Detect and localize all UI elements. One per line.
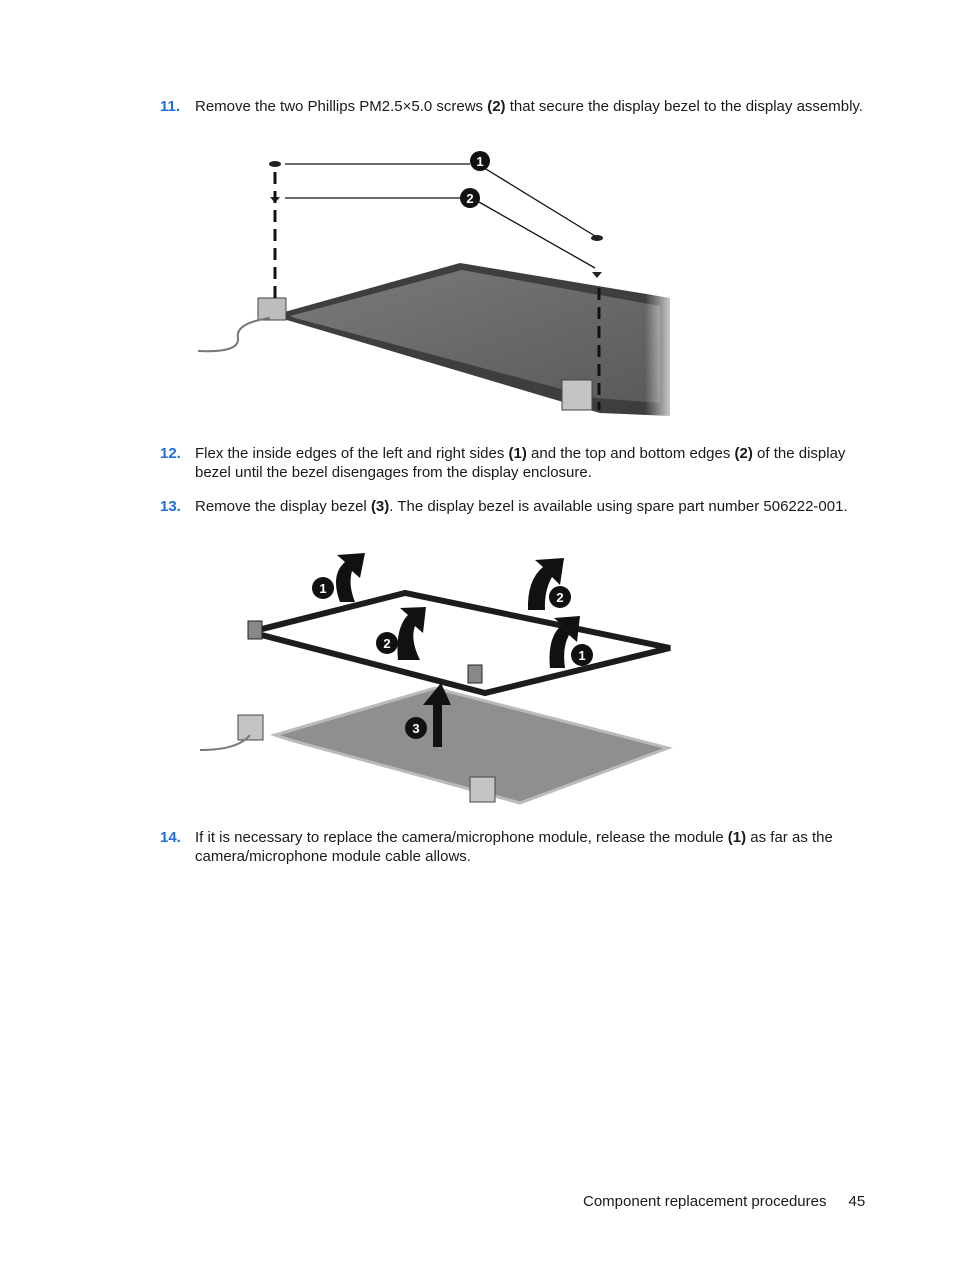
callout-1: [571, 644, 593, 666]
callout-2: [549, 586, 571, 608]
arrow-icon: [527, 558, 564, 610]
step-text: Remove the two Phillips PM2.5×5.0 screws…: [195, 98, 863, 115]
cable: [197, 317, 271, 353]
page-footer: Component replacement procedures 45: [583, 1193, 865, 1210]
step-number: 14.: [160, 829, 181, 846]
callout-label: 3: [412, 721, 419, 736]
figure-bezel-removal: 1 2 2 1 3: [199, 553, 674, 805]
screw-icon: [269, 161, 281, 167]
callout-label: 1: [319, 581, 326, 596]
page-number: 45: [848, 1193, 866, 1210]
display-enclosure: [269, 686, 674, 805]
callout-label: 2: [466, 191, 473, 206]
callout-label: 1: [578, 648, 585, 663]
right-hinge: [561, 379, 593, 411]
arrow-icon: [423, 683, 451, 747]
arrow-icon: [336, 553, 365, 602]
right-hinge: [469, 776, 496, 803]
callout-1: [470, 151, 490, 171]
display-panel: [290, 270, 660, 403]
screw-icon: [592, 272, 602, 278]
callout-2: [376, 632, 398, 654]
screw-icon: [591, 235, 603, 241]
arrow-icon: [549, 616, 580, 668]
figure-display-screws: 1 2: [197, 151, 680, 420]
arrow-icon: [397, 607, 426, 660]
step-text: If it is necessary to replace the camera…: [195, 829, 833, 865]
callout-label: 1: [476, 154, 483, 169]
display-bezel: [249, 589, 671, 697]
left-hinge: [237, 714, 264, 741]
step-number: 12.: [160, 445, 181, 462]
callout-label: 2: [383, 636, 390, 651]
step-number: 13.: [160, 498, 181, 515]
callout-label: 2: [556, 590, 563, 605]
callout-2: [460, 188, 480, 208]
step-text: Flex the inside edges of the left and ri…: [195, 445, 846, 481]
footer-section-title: Component replacement procedures: [583, 1193, 827, 1210]
step-text: Remove the display bezel (3). The displa…: [195, 498, 848, 515]
step-number: 11.: [160, 98, 181, 115]
callout-1: [312, 577, 334, 599]
cable: [199, 734, 251, 751]
left-hinge: [257, 297, 287, 321]
callout-3: [405, 717, 427, 739]
